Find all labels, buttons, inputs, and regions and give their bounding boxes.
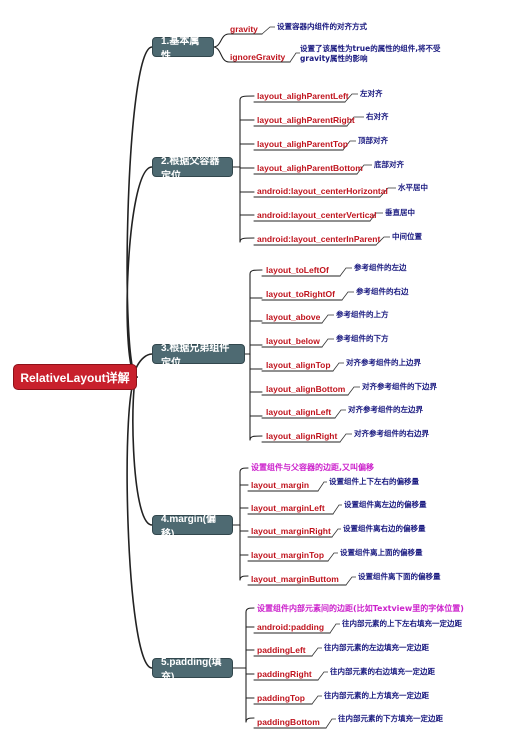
desc-below: 参考组件的下方: [336, 334, 389, 343]
desc-align-left: 对齐参考组件的左边界: [348, 405, 423, 414]
leaf-align-right: layout_alignRight: [266, 431, 338, 441]
leaf-ignore-gravity: ignoreGravity: [230, 52, 286, 62]
desc-layout-margin: 设置组件上下左右的偏移量: [329, 477, 419, 486]
leaf-center-vertical: android:layout_centerVertical: [257, 210, 377, 220]
leaf-gravity: gravity: [230, 24, 258, 34]
desc-gravity: 设置容器内组件的对齐方式: [277, 22, 367, 31]
branch-sibling-positioning[interactable]: 3.根据兄弟组件定位: [152, 343, 245, 369]
leaf-align-parent-top: layout_alighParentTop: [257, 139, 348, 149]
leaf-align-top: layout_alignTop: [266, 360, 331, 370]
leaf-align-parent-right: layout_alighParentRight: [257, 115, 355, 125]
leaf-padding-left: paddingLeft: [257, 645, 306, 655]
leaf-margin-top: layout_marginTop: [251, 550, 325, 560]
leaf-align-parent-bottom: layout_alighParentBottom: [257, 163, 363, 173]
desc-align-right: 对齐参考组件的右边界: [354, 429, 429, 438]
desc-align-parent-bottom: 底部对齐: [374, 160, 404, 169]
leaf-center-horizontal: android:layout_centerHorizontal: [257, 186, 388, 196]
desc-center-in-parent: 中间位置: [392, 232, 422, 241]
root-node[interactable]: RelativeLayout详解: [13, 364, 137, 390]
desc-ignore-gravity: 设置了该属性为true的属性的组件,将不受gravity属性的影响: [300, 44, 441, 63]
desc-to-left-of: 参考组件的左边: [354, 263, 407, 272]
leaf-margin-left: layout_marginLeft: [251, 503, 325, 513]
desc-align-top: 对齐参考组件的上边界: [346, 358, 421, 367]
desc-padding-left: 往内部元素的左边填充一定边距: [324, 643, 429, 652]
branch-parent-positioning[interactable]: 2.根据父容器定位: [152, 156, 233, 182]
leaf-padding-top: paddingTop: [257, 693, 305, 703]
desc-align-parent-left: 左对齐: [360, 89, 383, 98]
leaf-android-padding: android:padding: [257, 622, 325, 632]
desc-to-right-of: 参考组件的右边: [356, 287, 409, 296]
note-padding: 设置组件内部元素间的边距(比如Textview里的字体位置): [257, 604, 464, 613]
desc-margin-right: 设置组件离右边的偏移量: [343, 524, 426, 533]
desc-center-vertical: 垂直居中: [385, 208, 415, 217]
branch-basic-attributes[interactable]: 1.基本属性: [152, 36, 214, 62]
leaf-padding-right: paddingRight: [257, 669, 312, 679]
desc-align-parent-top: 顶部对齐: [358, 136, 388, 145]
desc-padding-right: 往内部元素的右边填充一定边距: [330, 667, 435, 676]
leaf-center-in-parent: android:layout_centerInParent: [257, 234, 381, 244]
branch-margin[interactable]: 4.margin(偏移): [152, 514, 233, 540]
desc-margin-left: 设置组件离左边的偏移量: [344, 500, 427, 509]
leaf-margin-right: layout_marginRight: [251, 526, 331, 536]
note-margin: 设置组件与父容器的边距,又叫偏移: [251, 463, 375, 472]
desc-margin-top: 设置组件离上面的偏移量: [340, 548, 423, 557]
leaf-margin-buttom: layout_marginButtom: [251, 574, 339, 584]
leaf-to-left-of: layout_toLeftOf: [266, 265, 329, 275]
leaf-below: layout_below: [266, 336, 320, 346]
desc-above: 参考组件的上方: [336, 310, 389, 319]
leaf-padding-bottom: paddingBottom: [257, 717, 320, 727]
leaf-align-bottom: layout_alignBottom: [266, 384, 346, 394]
desc-padding-bottom: 往内部元素的下方填充一定边距: [338, 714, 443, 723]
leaf-align-left: layout_alignLeft: [266, 407, 332, 417]
branch-padding[interactable]: 5.padding(填充): [152, 657, 233, 683]
leaf-to-right-of: layout_toRightOf: [266, 289, 335, 299]
leaf-align-parent-left: layout_alighParentLeft: [257, 91, 349, 101]
desc-margin-buttom: 设置组件离下面的偏移量: [358, 572, 441, 581]
desc-android-padding: 往内部元素的上下左右填充一定边距: [342, 619, 462, 628]
leaf-layout-margin: layout_margin: [251, 480, 310, 490]
leaf-above: layout_above: [266, 312, 321, 322]
desc-padding-top: 往内部元素的上方填充一定边距: [324, 691, 429, 700]
desc-align-bottom: 对齐参考组件的下边界: [362, 382, 437, 391]
desc-align-parent-right: 右对齐: [366, 112, 389, 121]
desc-center-horizontal: 水平居中: [398, 183, 428, 192]
